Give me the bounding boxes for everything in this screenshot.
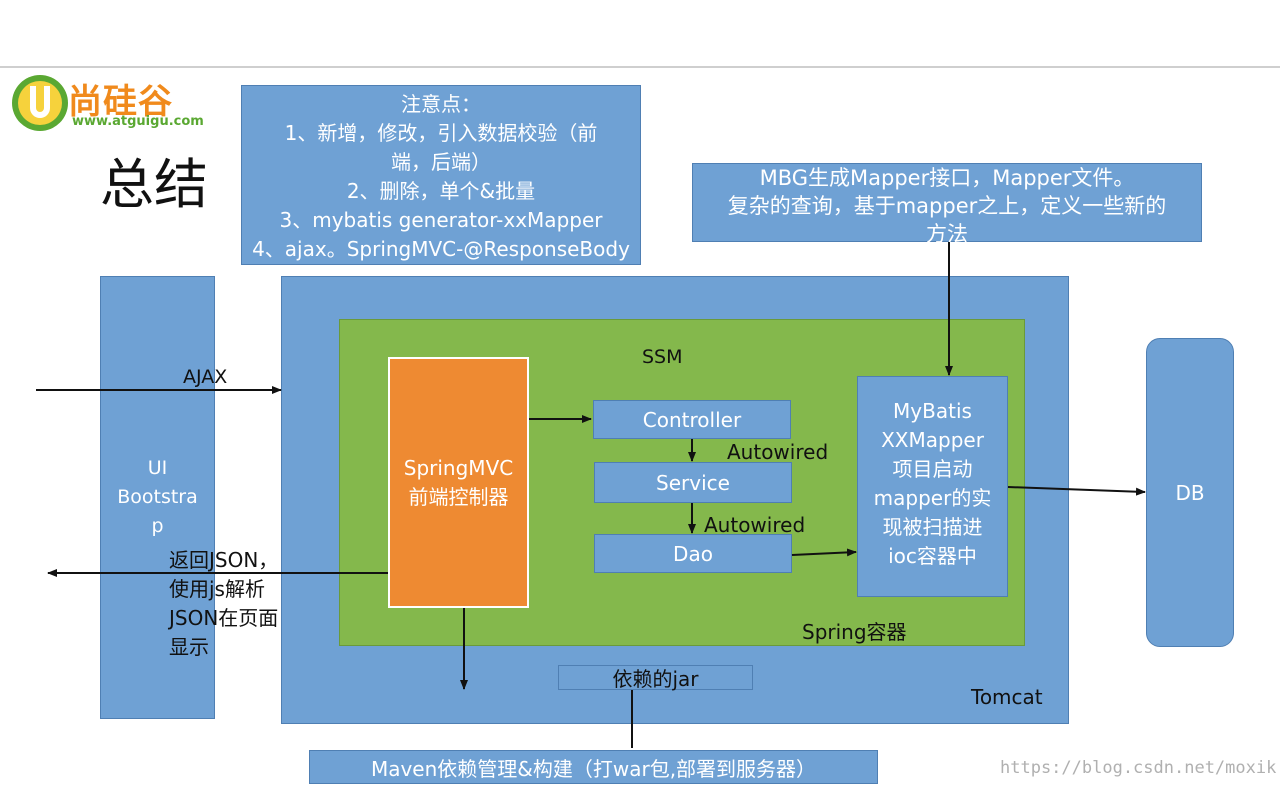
logo-url: www.atguigu.com (72, 114, 204, 129)
notes-box: 注意点： 1、新增，修改，引入数据校验（前 端，后端） 2、删除，单个&批量 3… (241, 85, 641, 265)
ssm-label: SSM (642, 346, 683, 368)
maven-box: Maven依赖管理&构建（打war包,部署到服务器） (309, 750, 878, 784)
autowired-label-1: Autowired (727, 440, 829, 464)
tomcat-label: Tomcat (971, 685, 1043, 709)
page-title: 总结 (100, 153, 208, 216)
db-box: DB (1146, 338, 1234, 647)
dao-box: Dao (594, 534, 792, 573)
ui-bootstrap-box: UI Bootstra p (100, 276, 215, 719)
mbg-box: MBG生成Mapper接口，Mapper文件。 复杂的查询，基于mapper之上… (692, 163, 1202, 246)
springmvc-box: SpringMVC 前端控制器 (388, 357, 529, 608)
spring-container-label: Spring容器 (802, 620, 907, 644)
json-return-label: 返回JSON， 使用js解析 JSON在页面 显示 (169, 548, 279, 659)
autowired-label-2: Autowired (704, 513, 806, 537)
logo-u-icon (12, 75, 68, 131)
logo: 尚硅谷 www.atguigu.com (10, 72, 205, 134)
header-divider (0, 66, 1280, 68)
controller-box: Controller (593, 400, 791, 439)
service-box: Service (594, 462, 792, 503)
logo-name: 尚硅谷 (68, 82, 173, 122)
watermark: https://blog.csdn.net/moxik (1000, 758, 1277, 778)
mybatis-box: MyBatis XXMapper 项目启动 mapper的实 现被扫描进 ioc… (857, 376, 1008, 597)
ajax-label: AJAX (183, 366, 228, 388)
jar-box: 依赖的jar (558, 665, 753, 691)
